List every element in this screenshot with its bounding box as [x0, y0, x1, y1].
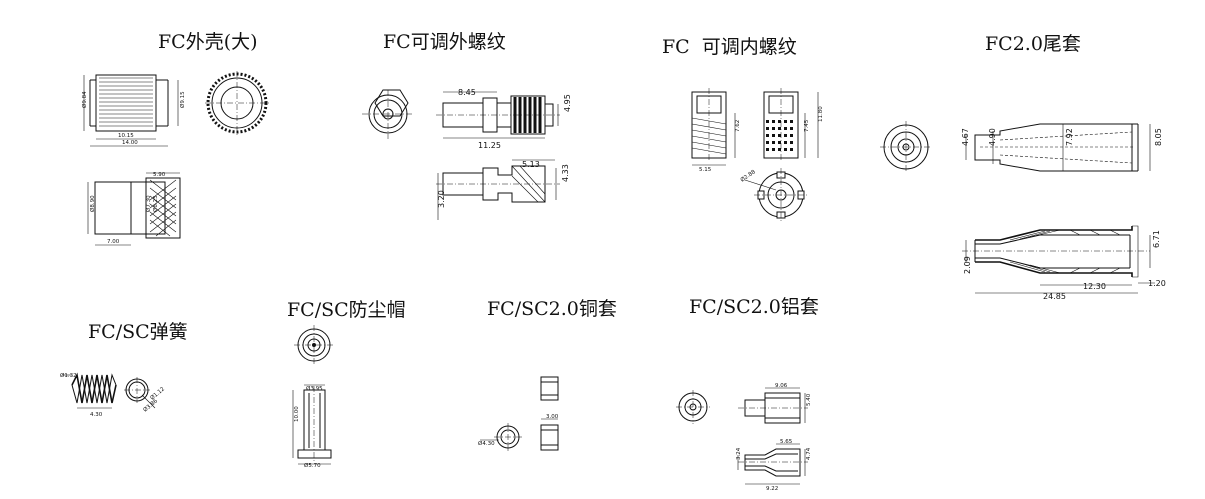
dust-cap-side-view — [292, 384, 332, 465]
dim-boot-l1: 12.30 — [1083, 282, 1106, 291]
dim-cap-h1: 10.00 — [294, 406, 300, 422]
dim-ext-l1: 8.45 — [458, 88, 476, 97]
fc-shell-section-view — [87, 172, 181, 246]
fc-shell-front-view — [205, 71, 269, 135]
ext-thread-section-view — [436, 159, 560, 220]
dim-copper-d1: Ø4.30 — [478, 440, 495, 447]
alu-sleeve-side-view — [738, 387, 808, 424]
dim-spring-c: Ø1.12 — [149, 386, 166, 402]
dim-shell-l2: 14.00 — [122, 140, 138, 146]
dim-copper-l1: 3.00 — [546, 414, 559, 420]
dim-boot-d4: 8.05 — [1154, 128, 1163, 146]
int-thread-side-view — [691, 88, 736, 166]
int-thread-end-view — [744, 168, 808, 222]
dim-boot-d2: 4.90 — [988, 128, 997, 146]
dim-shell-l4: 7.00 — [107, 239, 120, 245]
dim-spring-a: Ø1.32 — [60, 372, 77, 379]
dim-ext-h2: 4.33 — [561, 164, 570, 182]
dim-ext-l3: 5.13 — [522, 160, 540, 169]
dim-shell-d2: Ø9.15 — [179, 91, 186, 108]
spring-end-view — [124, 377, 156, 409]
alu-sleeve-section-view — [737, 443, 808, 485]
dim-int-h2: 7.45 — [804, 119, 810, 132]
title-fc-adjustable-internal-thread: FC 可调内螺纹 — [662, 36, 797, 58]
dim-alu-l3: 9.22 — [766, 486, 778, 492]
dim-shell-d4: Ø7.30 — [145, 195, 152, 212]
dim-ext-h1: 4.95 — [563, 94, 572, 112]
boot-top-view — [965, 123, 1151, 172]
ext-thread-front-view — [362, 89, 414, 139]
title-fc-sc20-aluminum-sleeve: FC/SC2.0铝套 — [689, 296, 819, 318]
dim-cap-d2: Ø5.70 — [304, 462, 321, 469]
title-fc-sc-spring: FC/SC弹簧 — [88, 321, 188, 343]
dim-alu-h2: 4.74 — [806, 447, 812, 460]
boot-end-view — [880, 121, 932, 173]
dim-boot-l2: 24.85 — [1043, 292, 1066, 301]
dim-int-w1: 5.15 — [699, 167, 712, 173]
dim-boot-d5: 6.71 — [1152, 230, 1161, 248]
int-thread-section-view — [763, 88, 819, 162]
alu-sleeve-end-view — [676, 390, 710, 424]
dim-int-h3: 11.80 — [818, 106, 824, 122]
dim-boot-h1: 2.09 — [963, 256, 972, 274]
copper-sleeve-top-view — [540, 376, 559, 401]
title-fc-adjustable-external-thread: FC可调外螺纹 — [383, 31, 506, 53]
dim-shell-d1: Ø9.84 — [81, 91, 88, 108]
copper-sleeve-end-view — [480, 423, 522, 451]
dim-shell-d5: Ø8.25 — [152, 195, 159, 212]
title-fc-shell-large: FC外壳(大) — [158, 31, 258, 53]
dim-shell-d3: Ø8.90 — [89, 195, 96, 212]
dim-shell-l3: 5.90 — [153, 172, 166, 178]
dim-alu-h3: 3.24 — [736, 447, 742, 460]
dim-boot-d1: 4.67 — [961, 128, 970, 146]
dim-boot-d3: 7.92 — [1065, 128, 1074, 146]
title-fc-sc20-copper-sleeve: FC/SC2.0铜套 — [487, 298, 617, 320]
title-fc20-boot: FC2.0尾套 — [985, 33, 1081, 55]
dim-alu-h1: 5.40 — [806, 393, 812, 406]
boot-section-view — [962, 225, 1155, 294]
dim-alu-l1: 9.06 — [775, 383, 788, 389]
dim-boot-l3: 1.20 — [1148, 279, 1166, 288]
title-fc-sc-dust-cap: FC/SC防尘帽 — [287, 299, 406, 321]
dim-ext-h3: 3.20 — [437, 190, 446, 208]
dim-cap-d1: Ø3.95 — [306, 385, 323, 392]
spring-side-view — [62, 372, 117, 409]
fc-shell-side-view — [83, 74, 179, 147]
dim-shell-l1: 10.15 — [118, 133, 134, 139]
copper-sleeve-side-view — [540, 418, 559, 451]
ext-thread-side-view — [436, 91, 560, 139]
dim-spring-b: 4.30 — [90, 412, 103, 418]
dim-ext-l2: 11.25 — [478, 141, 501, 150]
dust-cap-end-view — [294, 325, 334, 365]
dim-alu-l2: 5.65 — [780, 439, 793, 445]
dim-int-h1: 7.62 — [735, 120, 741, 132]
